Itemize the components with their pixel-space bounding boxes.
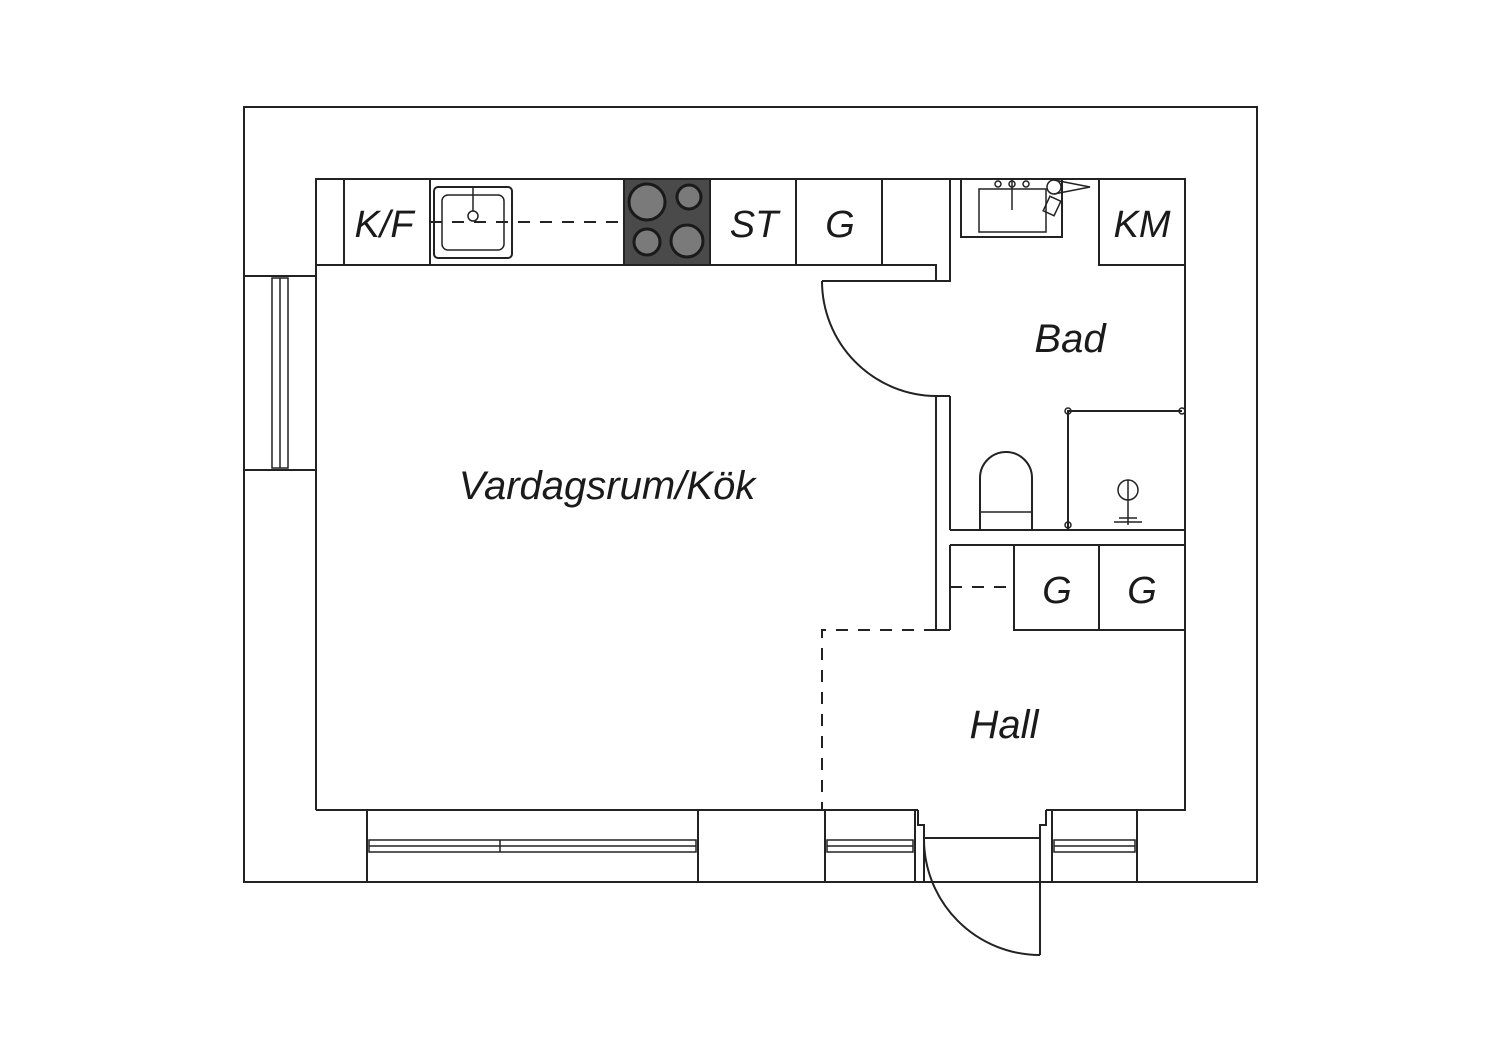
room-label-bathroom: Bad xyxy=(1034,317,1107,361)
bathroom-vanity xyxy=(960,178,1063,238)
label-stove: ST xyxy=(730,204,781,246)
washing-machine-cabinet xyxy=(1098,178,1186,266)
room-label-living-kitchen: Vardagsrum/Kök xyxy=(459,464,757,508)
window-bottom-small-1 xyxy=(824,810,916,882)
outer-wall-outline xyxy=(243,106,1258,883)
label-kitchen-cabinet: G xyxy=(825,204,855,246)
label-fridge-freezer: K/F xyxy=(354,204,415,246)
window-bottom-small-2 xyxy=(1051,810,1138,882)
toilet xyxy=(979,450,1033,530)
label-washing-machine: KM xyxy=(1114,204,1171,246)
shower-enclosure xyxy=(1064,407,1186,530)
entrance-door xyxy=(917,810,1047,956)
label-hall-wardrobe-2: G xyxy=(1127,570,1157,612)
hall-wardrobes xyxy=(1013,544,1186,631)
window-bottom-large xyxy=(366,810,699,882)
label-hall-wardrobe-1: G xyxy=(1042,570,1072,612)
hall-boundary-dashed xyxy=(821,629,936,810)
room-label-hall: Hall xyxy=(970,703,1040,747)
window-left xyxy=(244,275,316,471)
bathroom-door-stop xyxy=(1042,179,1091,217)
bathroom-door xyxy=(821,280,937,397)
stove-cooktop xyxy=(623,178,711,266)
